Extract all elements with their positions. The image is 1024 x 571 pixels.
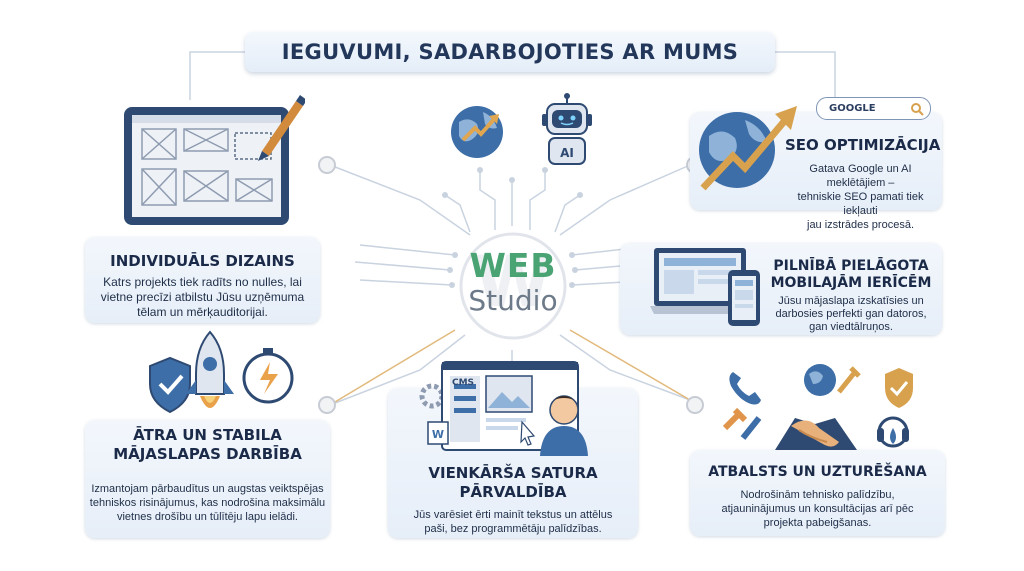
card-desc-line: Katrs projekts tiek radīts no nulles, la… <box>103 275 302 289</box>
card-desc-line: Izmantojam pārbaudītus un augstas veikts… <box>91 483 324 495</box>
card-desc-line: projekta pabeigšanas. <box>763 517 872 529</box>
card-desc-line: gan viedtālruņos. <box>809 321 893 333</box>
logo-circle: W <box>459 232 567 340</box>
title-banner: IEGUVUMI, SADARBOJOTIES AR MUMS <box>245 32 775 72</box>
benefit-card-cms: VIENKĀRŠA SATURA PĀRVALDĪBA Jūs varēsiet… <box>388 388 638 538</box>
card-description: Nodrošinām tehnisko palīdzību, atjauninā… <box>690 488 945 530</box>
card-description: Gatava Google un AI meklētājiem – tehnis… <box>785 162 936 232</box>
card-title-line: PILNĪBĀ PIELĀGOTA <box>773 258 929 274</box>
card-desc-line: Jūsu mājaslapa izskatīsies un <box>778 295 924 307</box>
svg-text:W: W <box>474 241 551 323</box>
card-description: Jūsu mājaslapa izskatīsies un darbosies … <box>760 295 942 334</box>
seo-globe-arrow-icon <box>699 106 797 191</box>
svg-text:W: W <box>432 428 444 441</box>
card-title-line: MĀJASLAPAS DARBĪBA <box>113 445 302 463</box>
card-desc-line: vietnes drošību un tūlītēju lapu ielādi. <box>116 511 298 523</box>
card-title-line: VIENKĀRŠA SATURA <box>428 464 598 482</box>
cms-label: CMS <box>452 378 475 388</box>
card-title: VIENKĀRŠA SATURA PĀRVALDĪBA <box>388 464 638 502</box>
card-desc-line: tehniskos risinājumus, kas nodrošina mak… <box>89 497 326 509</box>
card-desc-line: Gatava Google un AI meklētājiem – <box>809 163 912 189</box>
card-title: PILNĪBĀ PIELĀGOTA MOBILAJĀM IERĪCĒM <box>760 258 942 292</box>
card-title-line: MOBILAJĀM IERĪCĒM <box>770 275 932 291</box>
globe-growth-icon <box>451 106 503 158</box>
google-search-bar: GOOGLE <box>816 97 931 120</box>
card-title: SEO OPTIMIZĀCIJA <box>785 136 941 154</box>
card-desc-line: tēlam un mērķauditorijai. <box>137 305 268 319</box>
search-icon <box>911 102 924 116</box>
cms-editor-icon: W <box>419 361 588 456</box>
card-title: INDIVIDUĀLS DIZAINS <box>110 252 295 270</box>
card-desc-line: jau izstrādes procesā. <box>807 219 914 231</box>
card-title-line: ĀTRA UN STABILA <box>133 426 282 444</box>
laptop-phone-icon <box>650 248 760 326</box>
benefit-card-speed: ĀTRA UN STABILA MĀJASLAPAS DARBĪBA Izman… <box>85 420 330 538</box>
benefit-card-design: INDIVIDUĀLS DIZAINS Katrs projekts tiek … <box>85 237 320 323</box>
connector-node <box>318 396 336 414</box>
card-desc-line: atjauninājumus un konsultācijas arī pēc <box>721 503 914 515</box>
card-desc-line: darbosies perfekti gan datoros, <box>775 308 927 320</box>
card-desc-line: tehniskie SEO pamati tiek iekļauti <box>797 191 924 217</box>
card-title: ĀTRA UN STABILA MĀJASLAPAS DARBĪBA <box>85 426 330 464</box>
connector-node <box>686 396 704 414</box>
center-logo: W WEB Studio <box>438 226 588 346</box>
card-desc-line: paši, bez programmētāju palīdzības. <box>424 523 602 535</box>
card-description: Katrs projekts tiek radīts no nulles, la… <box>85 275 320 320</box>
ai-robot-icon <box>542 93 592 165</box>
tablet-wireframe-icon <box>124 95 305 225</box>
search-bar-text: GOOGLE <box>829 103 876 114</box>
page-title: IEGUVUMI, SADARBOJOTIES AR MUMS <box>281 40 739 64</box>
card-description: Izmantojam pārbaudītus un augstas veikts… <box>85 482 330 524</box>
robot-ai-label: AI <box>560 146 574 160</box>
card-title: ATBALSTS UN UZTURĒŠANA <box>708 464 927 480</box>
card-desc-line: vietne precīzi atbilstu Jūsu uzņēmuma <box>100 290 305 304</box>
shield-rocket-stopwatch-icon <box>149 330 294 414</box>
card-desc-line: Jūs varēsiet ērti mainīt tekstus un attē… <box>413 509 613 521</box>
logo-studio-text: Studio <box>468 284 558 317</box>
connector-node <box>318 156 336 174</box>
card-title-line: PĀRVALDĪBA <box>459 483 567 501</box>
logo-web-text: WEB <box>469 246 557 285</box>
card-desc-line: Nodrošinām tehnisko palīdzību, <box>740 489 895 501</box>
card-description: Jūs varēsiet ērti mainīt tekstus un attē… <box>388 508 638 536</box>
benefit-card-support: ATBALSTS UN UZTURĒŠANA Nodrošinām tehnis… <box>690 450 945 536</box>
support-handshake-icon <box>722 364 913 450</box>
